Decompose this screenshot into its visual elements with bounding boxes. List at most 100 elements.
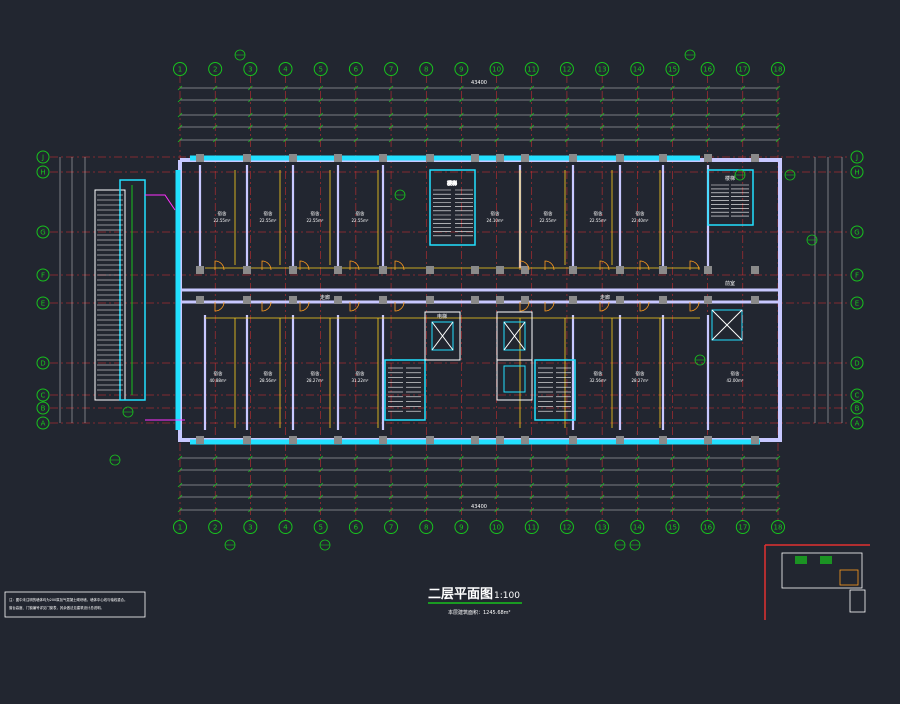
axis-label-col-15: 15 <box>668 66 677 74</box>
dim-tick-bottom <box>635 455 640 461</box>
axis-label-col-14: 14 <box>633 66 642 74</box>
column-11-1 <box>659 266 667 274</box>
dim-tick-bottom <box>459 482 464 488</box>
room-area-0: 22.55m² <box>214 218 231 223</box>
axis-bubble-col-14 <box>630 520 645 534</box>
room-area-11: 31.22m² <box>352 378 369 383</box>
axis-bubble-row-H <box>36 165 50 179</box>
axis-label-row-C: C <box>41 392 46 400</box>
dim-tick-top <box>283 137 288 143</box>
dim-tick-bottom <box>705 494 710 500</box>
column-0-2 <box>196 296 204 304</box>
axis-label-col-2: 2 <box>213 524 217 532</box>
dim-tick-top <box>248 97 253 103</box>
dim-tick-top <box>740 97 746 103</box>
dim-tick-top <box>635 97 640 103</box>
elevator-car-1 <box>431 321 454 351</box>
column-7-0 <box>496 154 504 162</box>
dim-tick-bottom <box>529 467 535 473</box>
column-7-3 <box>496 436 504 444</box>
axis-bubble-col-13 <box>595 62 610 76</box>
axis-bubble-row-G <box>36 225 50 239</box>
room-name-7: 宿舍 <box>636 210 645 217</box>
dim-tick-top <box>740 85 746 91</box>
dim-tick-top <box>740 137 746 143</box>
column-11-3 <box>659 436 667 444</box>
column-5-2 <box>426 296 434 304</box>
door-north-3 <box>349 260 360 271</box>
dim-tick-bottom <box>599 455 605 461</box>
dim-tick-top <box>459 124 464 130</box>
axis-label-row-A: A <box>41 420 46 428</box>
column-5-3 <box>426 436 434 444</box>
dim-tick-top <box>423 85 429 91</box>
elevator-shaft-3 <box>496 359 533 401</box>
dim-tick-top <box>353 97 359 103</box>
axis-bubble-row-A <box>850 416 864 430</box>
elevator-cross-1b <box>431 321 454 351</box>
door-south-7 <box>599 301 610 312</box>
column-0-1 <box>196 266 204 274</box>
axis-label-row-J: J <box>855 154 858 162</box>
column-1-0 <box>243 154 251 162</box>
column-10-2 <box>616 296 624 304</box>
dim-tick-bottom <box>494 494 499 500</box>
axis-label-col-10: 10 <box>492 66 501 74</box>
door-north-9 <box>689 260 700 271</box>
dim-tick-bottom <box>670 494 675 500</box>
dim-tick-top <box>670 97 675 103</box>
key-plan-outline <box>781 552 863 589</box>
axis-bubble-row-B <box>36 401 50 415</box>
door-north-7 <box>599 260 610 271</box>
column-2-3 <box>289 436 297 444</box>
dim-tick-top <box>529 124 535 130</box>
axis-label-col-11: 11 <box>527 66 536 74</box>
dim-tick-top <box>775 85 781 91</box>
dim-tick-bottom <box>740 494 746 500</box>
axis-label-row-B: B <box>41 405 46 413</box>
dim-tick-bottom <box>529 507 535 513</box>
notes-frame <box>4 591 146 618</box>
dim-tick-top <box>248 124 253 130</box>
key-plan-mark-1 <box>795 556 807 564</box>
stair-core-north: 楼梯 <box>429 169 476 246</box>
doors <box>214 260 700 312</box>
dim-tick-top <box>775 97 781 103</box>
dim-tick-bottom <box>388 455 394 461</box>
dim-tick-bottom <box>248 482 253 488</box>
axis-label-row-H: H <box>40 169 45 177</box>
notes-box: 注：图中未注明的墙体均为200厚加气混凝土砌块墙，墙体中心线与轴线重合。 窗台高… <box>4 591 146 618</box>
axis-bubble-col-3 <box>243 520 258 534</box>
dim-tick-top <box>529 85 535 91</box>
door-north-6 <box>544 260 555 271</box>
column-9-3 <box>569 436 577 444</box>
dim-tick-top <box>283 124 288 130</box>
dim-tick-top <box>423 112 429 118</box>
axis-bubble-col-5 <box>313 520 328 534</box>
room-name-10: 宿舍 <box>311 370 320 377</box>
axis-label-col-13: 13 <box>598 524 607 532</box>
dim-tick-top <box>599 112 605 118</box>
axis-label-col-16: 16 <box>703 524 712 532</box>
column-10-0 <box>616 154 624 162</box>
dim-tick-top <box>388 137 394 143</box>
total-width-bottom: 43400 <box>471 504 487 510</box>
dim-tick-bottom <box>705 455 710 461</box>
dim-tick-top <box>353 124 359 130</box>
dim-tick-top <box>529 137 535 143</box>
dim-tick-top <box>705 85 710 91</box>
axis-bubble-row-E <box>850 296 864 310</box>
axis-bubble-col-15 <box>665 62 680 76</box>
axis-label-row-A: A <box>855 420 860 428</box>
dim-tick-bottom <box>212 507 218 513</box>
axis-label-row-H: H <box>854 169 859 177</box>
column-0-0 <box>196 154 204 162</box>
dim-tick-top <box>670 137 675 143</box>
area-note: 本层建筑面积：1245.68m² <box>448 609 511 616</box>
axis-label-col-6: 6 <box>354 66 359 74</box>
column-13-2 <box>751 296 759 304</box>
dim-tick-top <box>388 112 394 118</box>
dim-tick-top <box>529 112 535 118</box>
